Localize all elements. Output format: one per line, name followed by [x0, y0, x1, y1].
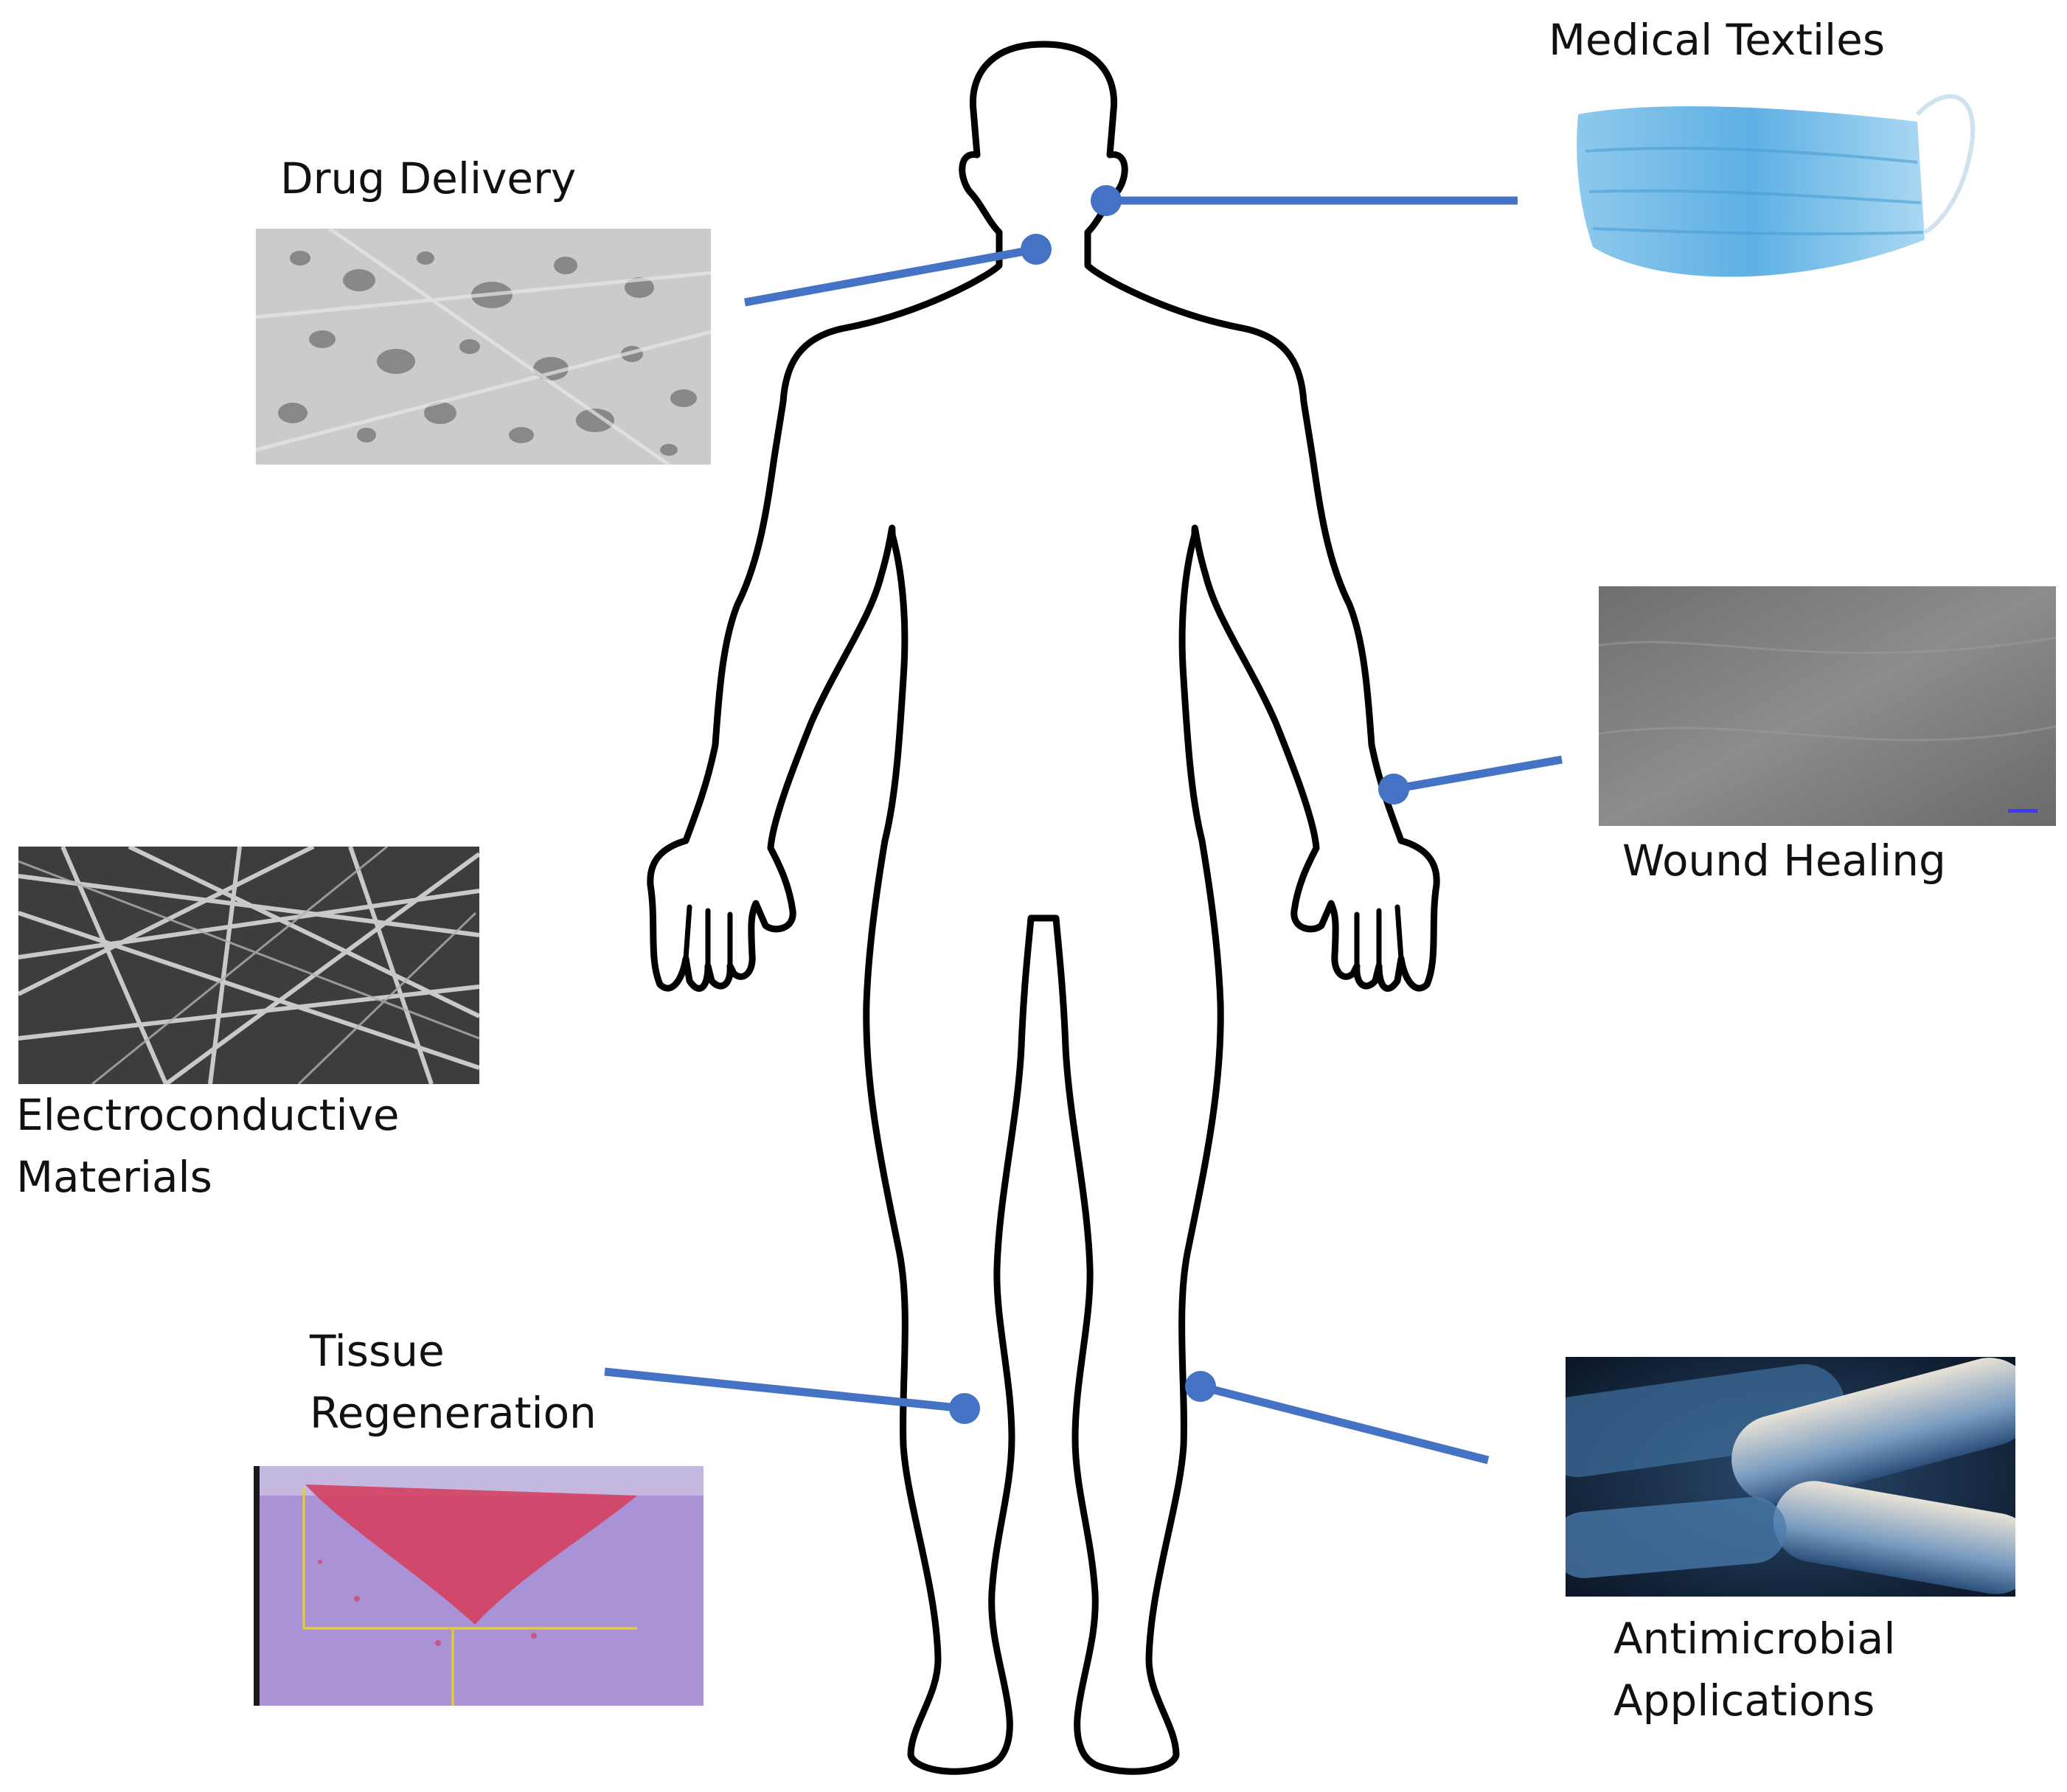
label-antimicrobial-applications: Antimicrobial Applications	[1613, 1614, 1896, 1726]
connector-line-tissue-regeneration	[604, 1367, 965, 1413]
connector-line-drug-delivery	[744, 245, 1037, 307]
human-body-outline	[647, 41, 1440, 1775]
label-electroconductive-materials: Electroconductive Materials	[16, 1090, 400, 1202]
connector-line-wound-healing	[1393, 755, 1563, 793]
bacteria-render-image	[1566, 1357, 2015, 1597]
label-medical-textiles: Medical Textiles	[1549, 15, 1886, 65]
porous-fiber-sem-image	[256, 229, 711, 465]
connector-dot-drug-delivery	[1021, 234, 1052, 265]
connector-line-antimicrobial	[1199, 1382, 1490, 1465]
stained-tissue-section-image	[254, 1466, 704, 1706]
left-hand-fingers	[1354, 904, 1404, 969]
connector-dot-medical-textiles	[1091, 185, 1122, 216]
grey-membrane-sem-image	[1599, 586, 2056, 826]
surgical-mask-image	[1571, 70, 1984, 313]
connector-dot-tissue-regeneration	[949, 1393, 980, 1424]
connector-dot-wound-healing	[1378, 774, 1409, 805]
label-drug-delivery: Drug Delivery	[280, 153, 577, 204]
label-tissue-regeneration: Tissue Regeneration	[310, 1326, 597, 1438]
label-wound-healing: Wound Healing	[1622, 836, 1946, 886]
connector-dot-antimicrobial	[1185, 1371, 1216, 1402]
nanofiber-mesh-sem-image	[18, 847, 479, 1084]
right-hand-fingers	[683, 904, 733, 969]
